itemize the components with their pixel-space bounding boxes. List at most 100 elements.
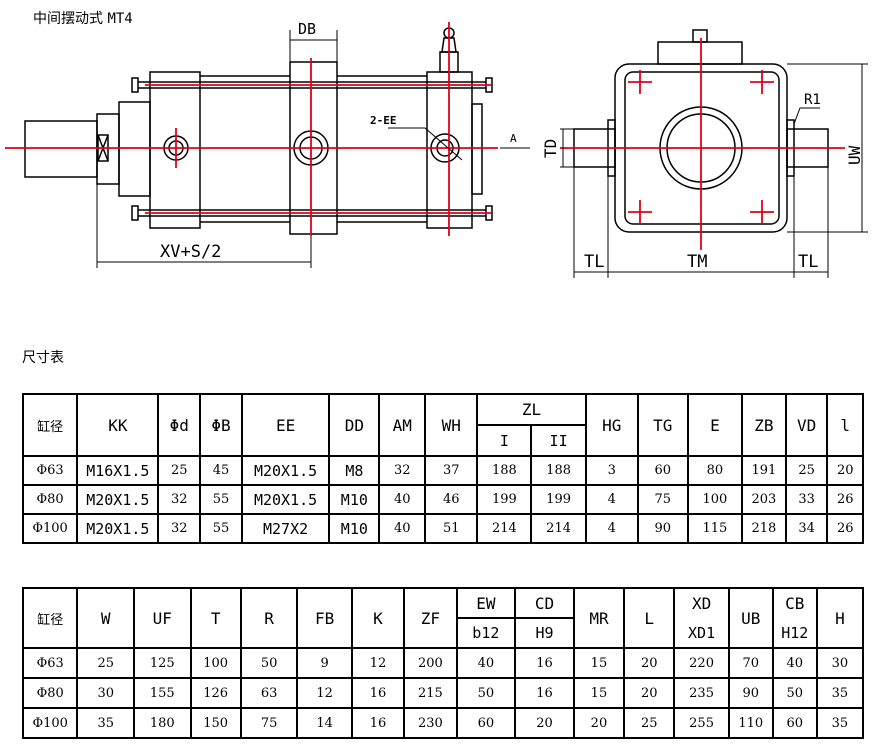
table-cell: 90 [727,677,774,709]
table-cell: M8 [328,455,381,486]
table-cell: M20X1.5 [76,513,160,544]
t1-head: ZL [476,393,587,426]
table-cell: 203 [740,484,787,515]
table-cell: 4 [584,513,639,544]
table-cell: 4 [584,484,639,515]
table-cell: 214 [530,513,587,544]
label-tl-left: TL [584,252,604,272]
table-cell: 32 [157,513,202,544]
table-cell: 100 [189,647,242,679]
table-cell: 63 [239,677,299,709]
table-cell: 3 [584,455,639,486]
t2-head: CB [771,587,818,618]
t2-head: CD [514,587,575,619]
table-cell: 33 [784,484,829,515]
label-db: DB [298,20,316,38]
table-cell: 188 [530,455,587,486]
table-cell: 20 [623,647,676,679]
t1-head: 缸径 [21,393,79,457]
table-cell: 215 [403,677,458,709]
table-cell: 35 [815,707,865,739]
table-cell: Φ80 [21,484,79,515]
table-cell: 20 [826,455,864,486]
table-cell: 60 [636,455,689,486]
label-uw: UW [845,145,864,165]
table-cell: 125 [133,647,192,679]
label-tm: TM [687,252,707,272]
t2-head: T [189,587,242,649]
table-cell: 15 [572,647,626,679]
centerlines-side [5,22,498,236]
t2-head: FB [296,587,353,649]
t1-head: VD [784,393,829,457]
t2-sub-ew: b12 [455,617,517,649]
table-cell: 200 [403,647,458,679]
table-cell: 25 [623,707,676,739]
table-cell: 255 [673,707,730,739]
t2-head: XD [673,587,730,618]
table-cell: 70 [727,647,774,679]
table-cell: 191 [740,455,787,486]
table-cell: 188 [476,455,533,486]
t1-head: ΦB [199,393,243,457]
front-gland [118,101,151,197]
t2-head: W [76,587,135,649]
table-cell: 30 [76,677,135,709]
table-cell: M20X1.5 [240,455,331,486]
table-cell: 26 [826,484,864,515]
table-cell: M20X1.5 [240,484,331,515]
t2-sub-cd: H9 [514,617,575,649]
table-cell: 40 [771,647,818,679]
dimension-table-2: 缸径 W UF T R FB K ZF EW CD MR L XD UB CB … [21,587,865,739]
table-cell: Φ63 [21,455,79,486]
table-cell: 75 [239,707,299,739]
table-cell: 80 [686,455,743,486]
cylinder-drawing: DB 2-EE A XV+S/2 TL TM TL [5,20,868,278]
table-cell: 50 [239,647,299,679]
table-cell: 35 [76,707,135,739]
table-cell: 25 [157,455,202,486]
table-cell: 50 [771,677,818,709]
table-cell: 90 [636,513,689,544]
side-view [24,27,493,235]
t2-head: ZF [403,587,458,649]
table-cell: 199 [476,484,533,515]
centerlines-end [560,38,845,250]
table-cell: 230 [403,707,458,739]
t1-zl-sub: I [476,424,533,457]
table-cell: 126 [189,677,242,709]
dimensions-side [96,30,530,268]
dimension-table-1: 缸径 KK Φd ΦB EE DD AM WH ZL HG TG E ZB VD… [21,393,864,544]
t2-head: H [815,587,865,649]
table-cell: 16 [514,647,575,679]
table-cell: 14 [296,707,353,739]
table-cell: Φ80 [21,677,79,709]
t1-zl-sub: II [530,424,587,457]
table-cell: 34 [784,513,829,544]
t2-head: MR [572,587,626,649]
table-cell: 40 [378,484,427,515]
table-cell: 218 [740,513,787,544]
t1-head: TG [636,393,689,457]
table-cell: 12 [296,677,353,709]
table-cell: 16 [350,677,406,709]
front-head [149,71,201,229]
t1-head: EE [240,393,331,457]
table-cell: 32 [378,455,427,486]
t1-head: E [686,393,743,457]
table-cell: 46 [424,484,479,515]
table-cell: M27X2 [240,513,331,544]
table-cell: 16 [350,707,406,739]
table-cell: 9 [296,647,353,679]
t2-head: R [239,587,299,649]
table-cell: 55 [199,513,243,544]
table-cell: 20 [572,707,626,739]
label-a: A [510,132,517,145]
